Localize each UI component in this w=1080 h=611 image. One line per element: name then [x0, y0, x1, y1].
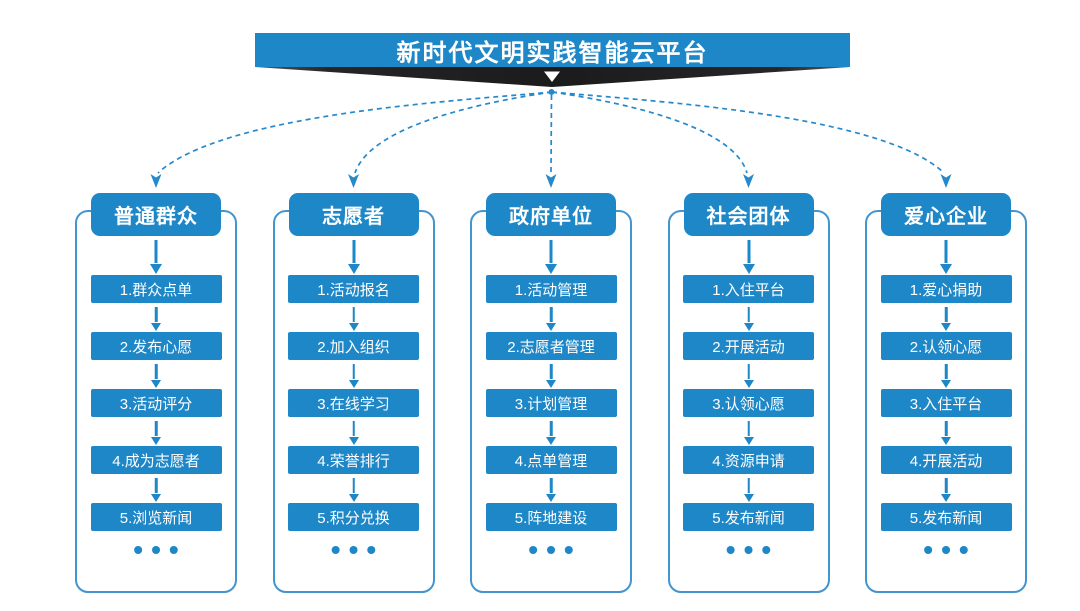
role-columns: 普通群众 1.群众点单 2.发布心愿 3.活动评分 4.成为志愿者 5.浏览新闻 •••…	[75, 193, 1027, 595]
step-box: 3.计划管理	[485, 389, 617, 417]
connector-arrowhead-icon	[743, 174, 754, 188]
down-arrow-icon	[470, 303, 632, 332]
step-box: 5.阵地建设	[485, 503, 617, 531]
step-box: 4.资源申请	[683, 446, 814, 474]
ellipsis-dots: •••	[330, 534, 385, 565]
step-box: 4.开展活动	[880, 446, 1012, 474]
step-box: 5.发布新闻	[683, 503, 814, 531]
column-header: 社会团体	[683, 193, 814, 236]
platform-title-banner: 新时代文明实践智能云平台	[255, 33, 850, 67]
ellipsis-dots: •••	[133, 534, 187, 565]
column-header: 志愿者	[288, 193, 419, 236]
column-header-label: 社会团体	[706, 206, 791, 228]
down-arrow-icon	[865, 417, 1027, 446]
ellipsis-dots: •••	[923, 534, 977, 565]
column-header: 普通群众	[91, 193, 221, 236]
down-arrow-icon	[470, 417, 632, 446]
step-box: 1.活动管理	[485, 275, 617, 303]
step-box: 4.点单管理	[485, 446, 617, 474]
down-arrow-icon	[75, 360, 237, 389]
banner-ribbon-shadow	[255, 67, 850, 87]
connector-line-government-units	[550, 94, 553, 174]
down-arrow-icon	[865, 360, 1027, 389]
down-arrow-icon	[273, 360, 435, 389]
column-header-label: 政府单位	[509, 206, 593, 228]
step-box: 4.荣誉排行	[288, 446, 419, 474]
down-arrow-icon	[668, 474, 830, 503]
down-arrow-icon	[273, 236, 435, 275]
connector-arrowhead-icon	[348, 174, 359, 188]
column-flow: 1.活动报名 2.加入组织 3.在线学习 4.荣誉排行 5.积分兑换	[273, 236, 435, 531]
column-header-label: 普通群众	[114, 206, 198, 228]
role-column-government-units: 政府单位 1.活动管理 2.志愿者管理 3.计划管理 4.点单管理 5.阵地建设 •••	[470, 193, 632, 595]
role-column-caring-enterprises: 爱心企业 1.爱心捐助 2.认领心愿 3.入住平台 4.开展活动 5.发布新闻 •••	[865, 193, 1027, 595]
down-arrow-icon	[668, 417, 830, 446]
step-box: 2.志愿者管理	[485, 332, 617, 360]
ellipsis-dots: •••	[528, 534, 582, 565]
column-flow: 1.入住平台 2.开展活动 3.认领心愿 4.资源申请 5.发布新闻	[668, 236, 830, 531]
step-box: 1.活动报名	[288, 275, 419, 303]
banner-down-arrow-icon	[544, 71, 560, 82]
role-column-social-organizations: 社会团体 1.入住平台 2.开展活动 3.认领心愿 4.资源申请 5.发布新闻 •••	[667, 193, 830, 595]
column-header-label: 志愿者	[322, 206, 385, 228]
down-arrow-icon	[470, 474, 632, 503]
step-box: 3.活动评分	[90, 389, 222, 417]
down-arrow-icon	[668, 236, 830, 275]
step-box: 1.入住平台	[683, 275, 814, 303]
step-box: 3.在线学习	[288, 389, 419, 417]
down-arrow-icon	[668, 303, 830, 332]
step-box: 1.爱心捐助	[880, 275, 1012, 303]
connector-line-volunteers	[354, 91, 553, 174]
down-arrow-icon	[668, 360, 830, 389]
step-box: 2.发布心愿	[90, 332, 222, 360]
column-flow: 1.爱心捐助 2.认领心愿 3.入住平台 4.开展活动 5.发布新闻	[865, 236, 1027, 531]
role-column-volunteers: 志愿者 1.活动报名 2.加入组织 3.在线学习 4.荣誉排行 5.积分兑换 •••	[272, 193, 435, 595]
step-box: 3.入住平台	[880, 389, 1012, 417]
down-arrow-icon	[273, 417, 435, 446]
down-arrow-icon	[75, 474, 237, 503]
connector-line-social-organizations	[551, 91, 748, 174]
step-box: 5.浏览新闻	[90, 503, 222, 531]
connector-arrowhead-icon	[940, 174, 952, 188]
down-arrow-icon	[865, 236, 1027, 275]
platform-title: 新时代文明实践智能云平台	[396, 39, 709, 67]
step-box: 5.发布新闻	[880, 503, 1012, 531]
column-header: 爱心企业	[881, 193, 1011, 236]
down-arrow-icon	[75, 303, 237, 332]
role-column-general-public: 普通群众 1.群众点单 2.发布心愿 3.活动评分 4.成为志愿者 5.浏览新闻 •••	[75, 193, 237, 595]
down-arrow-icon	[75, 417, 237, 446]
connector-arrowhead-icon	[545, 174, 557, 188]
step-box: 2.开展活动	[683, 332, 814, 360]
step-box: 2.加入组织	[288, 332, 419, 360]
down-arrow-icon	[470, 360, 632, 389]
down-arrow-icon	[273, 303, 435, 332]
down-arrow-icon	[75, 236, 237, 275]
step-box: 1.群众点单	[90, 275, 222, 303]
step-box: 2.认领心愿	[880, 332, 1012, 360]
column-header-label: 爱心企业	[904, 206, 988, 228]
connector-line-caring-enterprises	[551, 91, 945, 174]
step-box: 5.积分兑换	[288, 503, 419, 531]
step-box: 3.认领心愿	[683, 389, 814, 417]
step-box: 4.成为志愿者	[90, 446, 222, 474]
down-arrow-icon	[865, 474, 1027, 503]
column-flow: 1.活动管理 2.志愿者管理 3.计划管理 4.点单管理 5.阵地建设	[470, 236, 632, 531]
ellipsis-dots: •••	[725, 534, 780, 565]
connector-arrowhead-icon	[150, 174, 162, 188]
down-arrow-icon	[865, 303, 1027, 332]
column-flow: 1.群众点单 2.发布心愿 3.活动评分 4.成为志愿者 5.浏览新闻	[75, 236, 237, 531]
connector-hub-dot	[548, 89, 555, 95]
down-arrow-icon	[273, 474, 435, 503]
column-header: 政府单位	[486, 193, 616, 236]
down-arrow-icon	[470, 236, 632, 275]
connector-line-general-public	[157, 91, 553, 174]
